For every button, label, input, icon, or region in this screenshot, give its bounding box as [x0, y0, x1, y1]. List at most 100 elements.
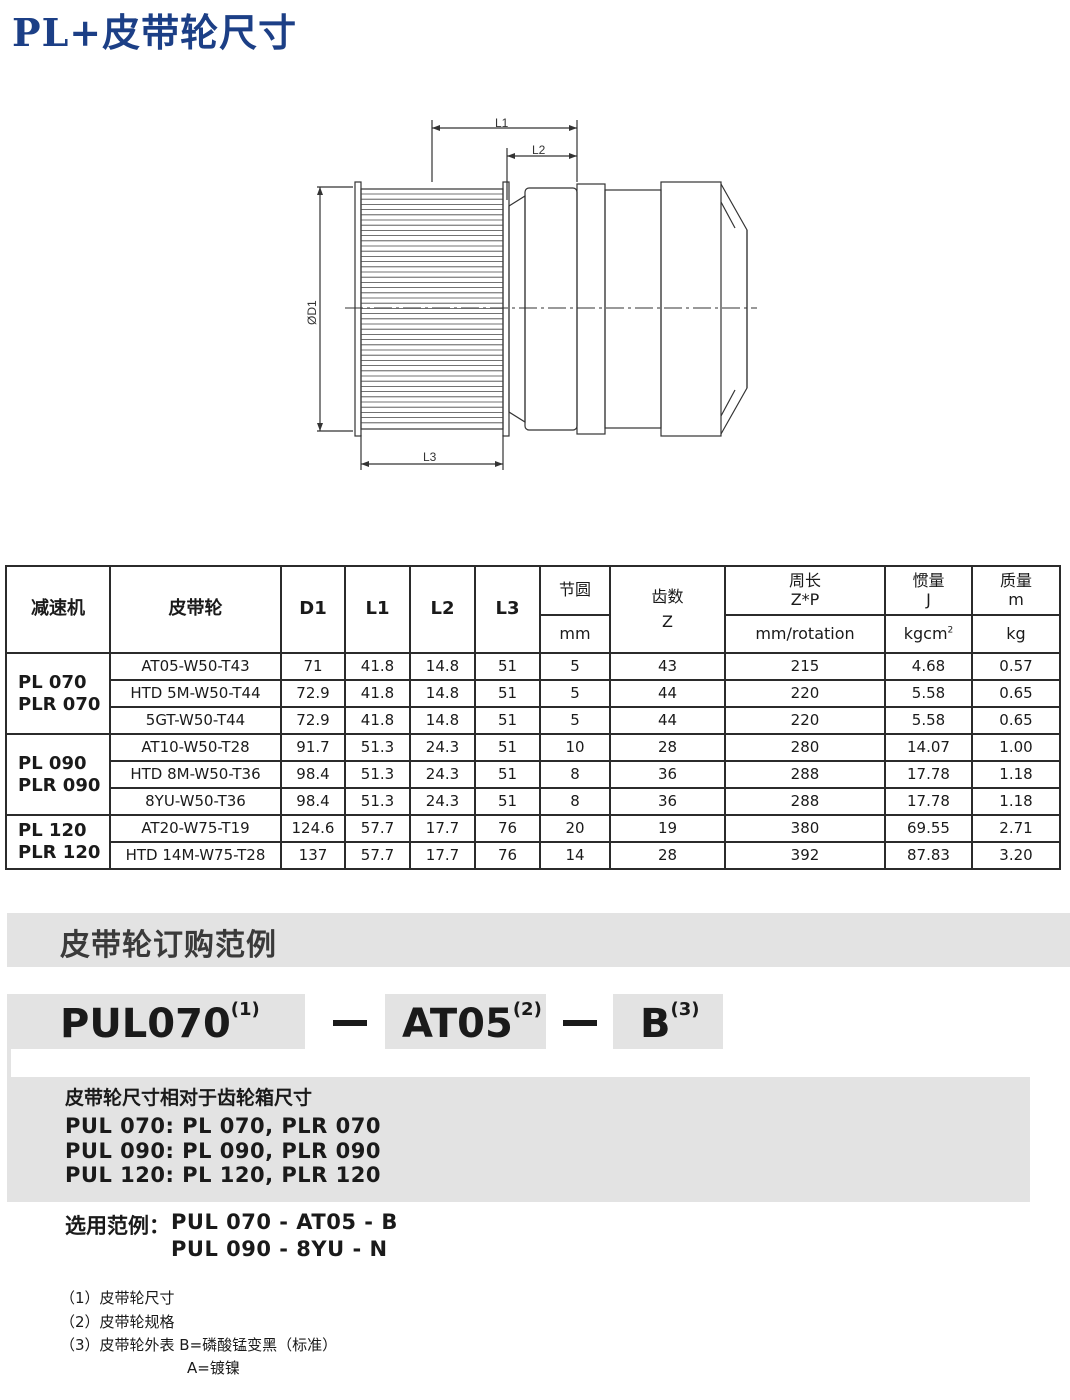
- dim-l3-label: L3: [423, 450, 437, 464]
- code-separator-2: [563, 1020, 597, 1026]
- code-part-size: PUL070(1): [7, 994, 305, 1049]
- info-title: 皮带轮尺寸相对于齿轮箱尺寸: [65, 1087, 313, 1109]
- table-cell: 71: [280, 652, 346, 681]
- table-cell: 2.71: [971, 814, 1061, 843]
- table-cell: 57.7: [344, 841, 411, 870]
- table-cell: 36: [609, 787, 726, 816]
- note-line: A=镀镍: [187, 1359, 240, 1377]
- table-cell: 5.58: [884, 706, 973, 735]
- table-cell: 124.6: [280, 814, 346, 843]
- code-part-finish: B(3): [613, 994, 723, 1049]
- gearbox-model-line1: PL 090: [18, 752, 87, 774]
- table-cell: 41.8: [344, 706, 411, 735]
- table-cell: AT10-W50-T28: [109, 733, 282, 762]
- table-cell: 5: [539, 706, 611, 735]
- header-mass: 质量 m: [971, 565, 1061, 616]
- table-cell: 5GT-W50-T44: [109, 706, 282, 735]
- table-cell: AT05-W50-T43: [109, 652, 282, 681]
- table-cell: HTD 5M-W50-T44: [109, 679, 282, 708]
- header-pulley: 皮带轮: [109, 565, 282, 654]
- table-cell: 17.7: [409, 841, 476, 870]
- header-teeth-symbol: Z: [662, 611, 673, 631]
- table-cell: 28: [609, 841, 726, 870]
- header-teeth-label: 齿数: [651, 587, 684, 607]
- header-perimeter-symbol: Z*P: [790, 589, 820, 609]
- section-title: 皮带轮订购范例: [60, 928, 277, 963]
- table-cell: 17.7: [409, 814, 476, 843]
- header-mass-label: 质量: [999, 571, 1032, 591]
- table-cell: 41.8: [344, 679, 411, 708]
- table-cell: 17.78: [884, 760, 973, 789]
- dim-l1-label: L1: [495, 116, 509, 130]
- table-cell: 392: [724, 841, 886, 870]
- table-cell: HTD 8M-W50-T36: [109, 760, 282, 789]
- note-line: （1）皮带轮尺寸: [60, 1289, 175, 1307]
- table-cell: 87.83: [884, 841, 973, 870]
- gearbox-model-line2: PLR 070: [18, 693, 101, 715]
- table-cell: 43: [609, 652, 726, 681]
- header-perimeter: 周长 Z*P: [724, 565, 886, 616]
- table-cell: AT20-W75-T19: [109, 814, 282, 843]
- example-label: 选用范例：: [65, 1214, 170, 1238]
- header-inertia-label: 惯量: [912, 571, 945, 591]
- code-part-spec: AT05(2): [385, 994, 546, 1049]
- header-perimeter-unit: mm/rotation: [724, 614, 886, 654]
- table-cell: 98.4: [280, 787, 346, 816]
- table-cell: 72.9: [280, 706, 346, 735]
- header-d1: D1: [280, 565, 346, 654]
- table-cell: 51.3: [344, 733, 411, 762]
- table-cell: 14.8: [409, 652, 476, 681]
- table-cell: HTD 14M-W75-T28: [109, 841, 282, 870]
- code-part-finish-text: B: [640, 1001, 671, 1047]
- header-l2: L2: [409, 565, 476, 654]
- table-cell: 44: [609, 679, 726, 708]
- table-cell: 57.7: [344, 814, 411, 843]
- table-cell: 51: [474, 733, 541, 762]
- table-cell: 1.00: [971, 733, 1061, 762]
- info-line: PUL 090: PL 090, PLR 090: [65, 1139, 381, 1163]
- header-inertia-unit: kgcm2: [884, 614, 973, 654]
- table-cell: 280: [724, 733, 886, 762]
- table-cell: 220: [724, 706, 886, 735]
- header-mass-symbol: m: [1008, 589, 1024, 609]
- table-cell: 41.8: [344, 652, 411, 681]
- table-cell: 20: [539, 814, 611, 843]
- note-line: （3）皮带轮外表 B=磷酸锰变黑（标准）: [60, 1336, 338, 1354]
- table-cell: 220: [724, 679, 886, 708]
- header-teeth: 齿数 Z: [609, 565, 726, 654]
- header-perimeter-label: 周长: [788, 571, 821, 591]
- note-line: （2）皮带轮规格: [60, 1313, 175, 1331]
- code-part-spec-text: AT05: [402, 1001, 513, 1047]
- table-cell: 5: [539, 679, 611, 708]
- code-part-size-sup: (1): [230, 999, 260, 1020]
- section-header-bar: [7, 913, 1070, 967]
- header-mass-unit: kg: [971, 614, 1061, 654]
- header-inertia: 惯量 J: [884, 565, 973, 616]
- dim-d1-label: ØD1: [305, 300, 319, 325]
- table-cell: 51: [474, 706, 541, 735]
- header-pitch-circle: 节圆: [539, 565, 611, 616]
- table-cell: 19: [609, 814, 726, 843]
- table-cell: 44: [609, 706, 726, 735]
- table-cell: 98.4: [280, 760, 346, 789]
- table-cell: 51: [474, 787, 541, 816]
- example-line: PUL 090 - 8YU - N: [171, 1237, 388, 1261]
- header-pitch-unit: mm: [539, 614, 611, 654]
- dimension-table: 减速机 皮带轮 D1 L1 L2 L3 节圆 齿数 Z 周长 Z*P 惯量 J …: [5, 565, 1061, 870]
- table-cell: 51: [474, 652, 541, 681]
- table-cell: 1.18: [971, 787, 1061, 816]
- table-cell: 28: [609, 733, 726, 762]
- table-cell: 69.55: [884, 814, 973, 843]
- table-cell: 91.7: [280, 733, 346, 762]
- table-cell: 36: [609, 760, 726, 789]
- gearbox-model-line2: PLR 120: [18, 842, 101, 863]
- table-cell: 288: [724, 787, 886, 816]
